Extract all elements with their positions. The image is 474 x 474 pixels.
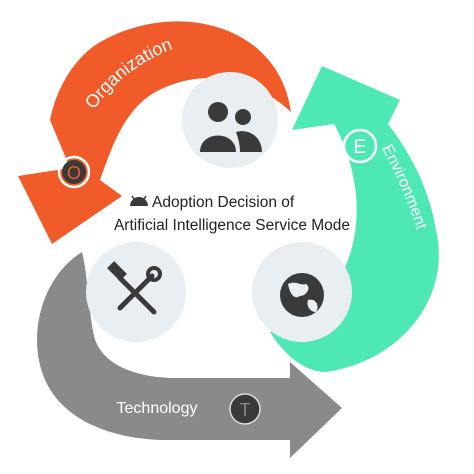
organization-letter: O [67, 163, 81, 183]
environment-arrow-shape [270, 66, 439, 372]
diagram-title: Adoption Decision of Artificial Intellig… [114, 194, 350, 234]
users-circle [182, 72, 278, 168]
title-line-2: Artificial Intelligence Service Mode [114, 217, 350, 234]
globe-icon [280, 273, 324, 317]
technology-label: Technology [117, 400, 198, 417]
organization-letter-badge: O [57, 155, 91, 189]
title-line-1: Adoption Decision of [152, 194, 295, 211]
tools-circle [86, 242, 186, 342]
globe-circle [252, 242, 352, 342]
environment-letter: E [354, 137, 367, 158]
hammer-wrench-icon [107, 261, 162, 315]
environment-letter-badge: E [342, 128, 378, 164]
technology-letter-badge: T [229, 393, 261, 425]
technology-arrow-shape [37, 252, 342, 458]
environment-arrow: Environment E [270, 66, 439, 372]
users-icon [200, 102, 262, 152]
technology-letter: T [240, 400, 251, 420]
technology-arrow: Technology T [37, 252, 342, 458]
android-icon [130, 195, 148, 206]
